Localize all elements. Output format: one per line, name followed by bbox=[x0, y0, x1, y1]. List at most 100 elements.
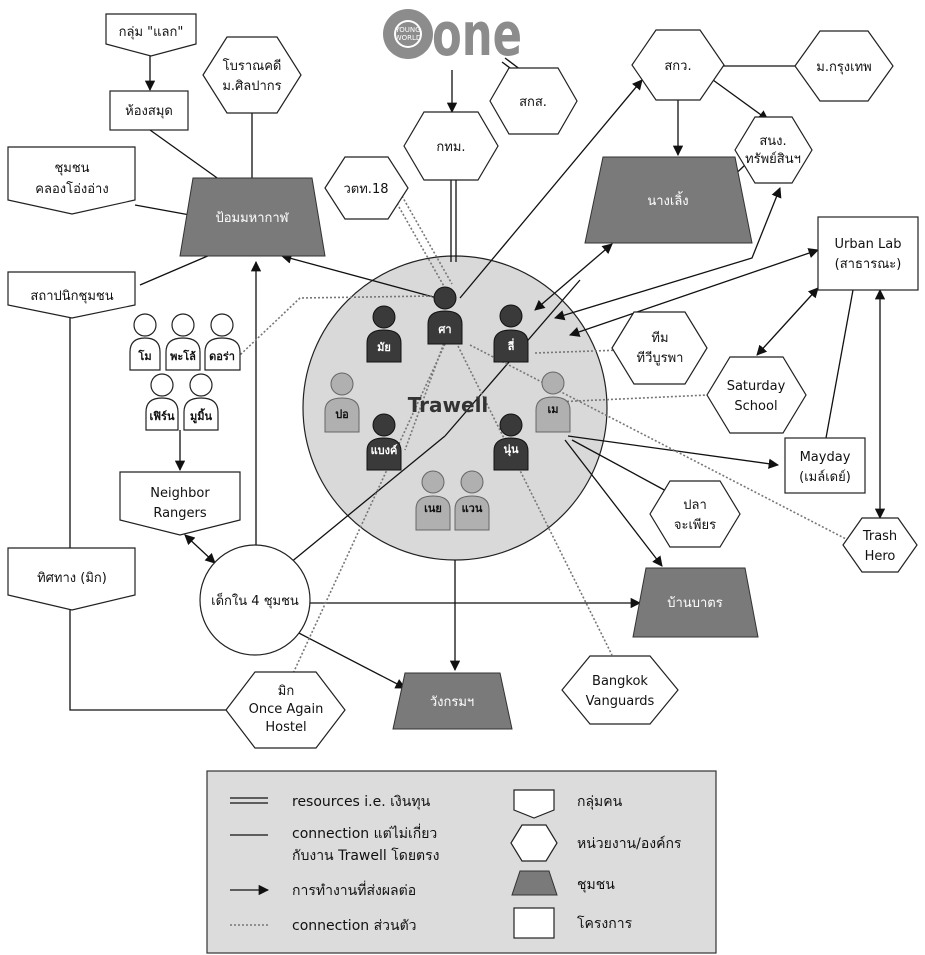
svg-text:ปอ: ปอ bbox=[335, 408, 349, 421]
dot-sha-trash bbox=[469, 344, 849, 541]
node-wangkrom: วังกรมฯ bbox=[392, 672, 513, 730]
line-chumchon-pom bbox=[134, 204, 191, 216]
svg-text:วตท.18: วตท.18 bbox=[344, 182, 389, 197]
legend-connection-1: connection แต่ไม่เกี่ยว bbox=[292, 824, 437, 842]
dot-li-team bbox=[534, 349, 623, 354]
node-snng: สนง. ทรัพย์สินฯ bbox=[734, 116, 813, 184]
dot-sha-bkk bbox=[457, 345, 613, 656]
person-mo: โม bbox=[129, 313, 161, 371]
one-young-world-logo: YOUNG WORLD one bbox=[383, 0, 522, 70]
node-pom-mahakan: ป้อมมหากาฬ bbox=[179, 177, 326, 257]
node-skw: สกว. bbox=[631, 29, 725, 101]
logo-small-1: YOUNG bbox=[394, 26, 420, 34]
arrow-urban-li bbox=[569, 248, 819, 337]
node-saturday-school: Saturday School bbox=[706, 356, 807, 434]
svg-text:Hostel: Hostel bbox=[265, 720, 306, 735]
svg-text:สนง.: สนง. bbox=[759, 134, 786, 149]
line-urban-mayday bbox=[825, 289, 854, 439]
member-noey: เนย bbox=[415, 470, 451, 531]
legend-group-shape bbox=[513, 789, 555, 819]
member-may: เม bbox=[535, 371, 571, 433]
svg-text:เนย: เนย bbox=[424, 502, 442, 515]
node-thittang: ทิศทาง (มิก) bbox=[7, 547, 136, 611]
svg-text:ทีม: ทีม bbox=[651, 330, 668, 346]
neighbor-people: โม พะโล้ ดอร่า เฟิร์น มูมิ้น bbox=[129, 313, 241, 431]
svg-text:Mayday: Mayday bbox=[800, 450, 851, 465]
svg-text:ทรัพย์สินฯ: ทรัพย์สินฯ bbox=[745, 151, 801, 167]
member-por: ปอ bbox=[324, 372, 360, 433]
svg-text:ลี่: ลี่ bbox=[507, 338, 514, 353]
arrow-urban-saturday bbox=[756, 287, 819, 356]
svg-text:มูมิ้น: มูมิ้น bbox=[190, 408, 213, 424]
node-mik-hostel: มิก Once Again Hostel bbox=[225, 671, 346, 749]
dot-sha-wangkrom bbox=[404, 339, 446, 451]
svg-text:Vanguards: Vanguards bbox=[586, 694, 655, 709]
legend-personal: connection ส่วนตัว bbox=[292, 918, 417, 934]
svg-text:Bangkok: Bangkok bbox=[592, 674, 648, 689]
legend-project-shape bbox=[513, 907, 555, 939]
svg-text:สถาปนิกชุมชน: สถาปนิกชุมชน bbox=[30, 289, 113, 304]
arrow-li-nanglerng bbox=[534, 243, 613, 311]
svg-text:Once Again: Once Again bbox=[249, 702, 324, 717]
dot-sha-neighbors bbox=[239, 295, 433, 356]
svg-text:กลุ่ม "แลก": กลุ่ม "แลก" bbox=[119, 25, 184, 40]
svg-text:ทิศทาง (มิก): ทิศทาง (มิก) bbox=[37, 571, 107, 586]
svg-text:ป้อมมหากาฬ: ป้อมมหากาฬ bbox=[215, 211, 289, 226]
svg-text:ปลา: ปลา bbox=[683, 498, 707, 513]
legend-group: กลุ่มคน bbox=[577, 794, 623, 810]
svg-text:แบงค์: แบงค์ bbox=[371, 444, 398, 457]
person-phalo: พะโล้ bbox=[165, 313, 201, 371]
svg-text:วังกรมฯ: วังกรมฯ bbox=[430, 695, 474, 710]
arrow-may-pla bbox=[571, 439, 669, 493]
person-fern: เฟิร์น bbox=[145, 373, 179, 431]
node-mkt: ม.กรุงเทพ bbox=[794, 30, 894, 102]
line-thittang-mik bbox=[69, 610, 228, 711]
legend-connection-2: กับงาน Trawell โดยตรง bbox=[292, 847, 439, 864]
arrow-kids-wangkrom bbox=[292, 629, 406, 689]
svg-text:นางเลิ้ง: นางเลิ้ง bbox=[647, 191, 688, 209]
node-chumchon-ongang: ชุมชน คลองโอ่งอ่าง bbox=[7, 146, 136, 215]
legend-work: การทำงานที่ส่งผลต่อ bbox=[292, 881, 416, 899]
svg-text:Hero: Hero bbox=[865, 549, 896, 564]
node-pla: ปลา จะเพียร bbox=[649, 480, 741, 548]
svg-text:มัย: มัย bbox=[377, 341, 391, 354]
logo-o-badge bbox=[396, 22, 420, 46]
svg-text:ชุมชน: ชุมชน bbox=[54, 161, 89, 176]
svg-text:ทีวีบูรพา: ทีวีบูรพา bbox=[637, 350, 684, 366]
svg-text:สกว.: สกว. bbox=[664, 59, 691, 74]
svg-text:ดอร่า: ดอร่า bbox=[209, 350, 235, 363]
legend: resources i.e. เงินทุน connection แต่ไม่… bbox=[206, 770, 717, 954]
member-nun: นุ่น bbox=[493, 413, 529, 471]
node-kkm: กทม. bbox=[403, 111, 499, 181]
dot-wtt-sha-1 bbox=[394, 199, 446, 289]
svg-text:นุ่น: นุ่น bbox=[503, 443, 519, 457]
legend-project: โครงการ bbox=[577, 915, 633, 932]
svg-text:(เมล์เดย์): (เมล์เดย์) bbox=[799, 469, 851, 485]
dot-may-saturday bbox=[554, 394, 709, 403]
node-neighbor-rangers: Neighbor Rangers bbox=[119, 471, 241, 536]
member-mai: มัย bbox=[366, 305, 402, 363]
member-bangk: แบงค์ bbox=[366, 413, 402, 471]
center-title: Trawell bbox=[408, 393, 489, 417]
node-kids-4-communities: เด็กใน 4 ชุมชน bbox=[199, 544, 311, 656]
trawell-members: ศา มัย ลี่ ปอ เม แบงค์ นุ่น เนย bbox=[324, 286, 571, 531]
svg-text:Neighbor: Neighbor bbox=[150, 486, 210, 501]
legend-box bbox=[206, 770, 717, 954]
svg-text:คลองโอ่งอ่าง: คลองโอ่งอ่าง bbox=[35, 181, 108, 197]
svg-text:จะเพียร: จะเพียร bbox=[674, 517, 716, 533]
personal-lines bbox=[239, 195, 849, 681]
svg-text:มิก: มิก bbox=[278, 684, 294, 699]
member-waan: แวน bbox=[454, 470, 490, 531]
svg-text:ศา: ศา bbox=[438, 323, 451, 336]
dot-wtt-sha-2 bbox=[401, 195, 453, 285]
logo-word: one bbox=[432, 0, 522, 70]
node-baanbat: บ้านบาตร bbox=[632, 567, 759, 638]
svg-text:โม: โม bbox=[137, 349, 151, 363]
arrow-sha-skw bbox=[459, 79, 643, 299]
node-mayday: Mayday (เมล์เดย์) bbox=[784, 437, 866, 494]
legend-resources: resources i.e. เงินทุน bbox=[292, 794, 431, 810]
svg-text:(สาธารณะ): (สาธารณะ) bbox=[835, 257, 902, 272]
svg-text:แวน: แวน bbox=[462, 502, 483, 515]
node-urban-lab: Urban Lab (สาธารณะ) bbox=[817, 216, 919, 291]
